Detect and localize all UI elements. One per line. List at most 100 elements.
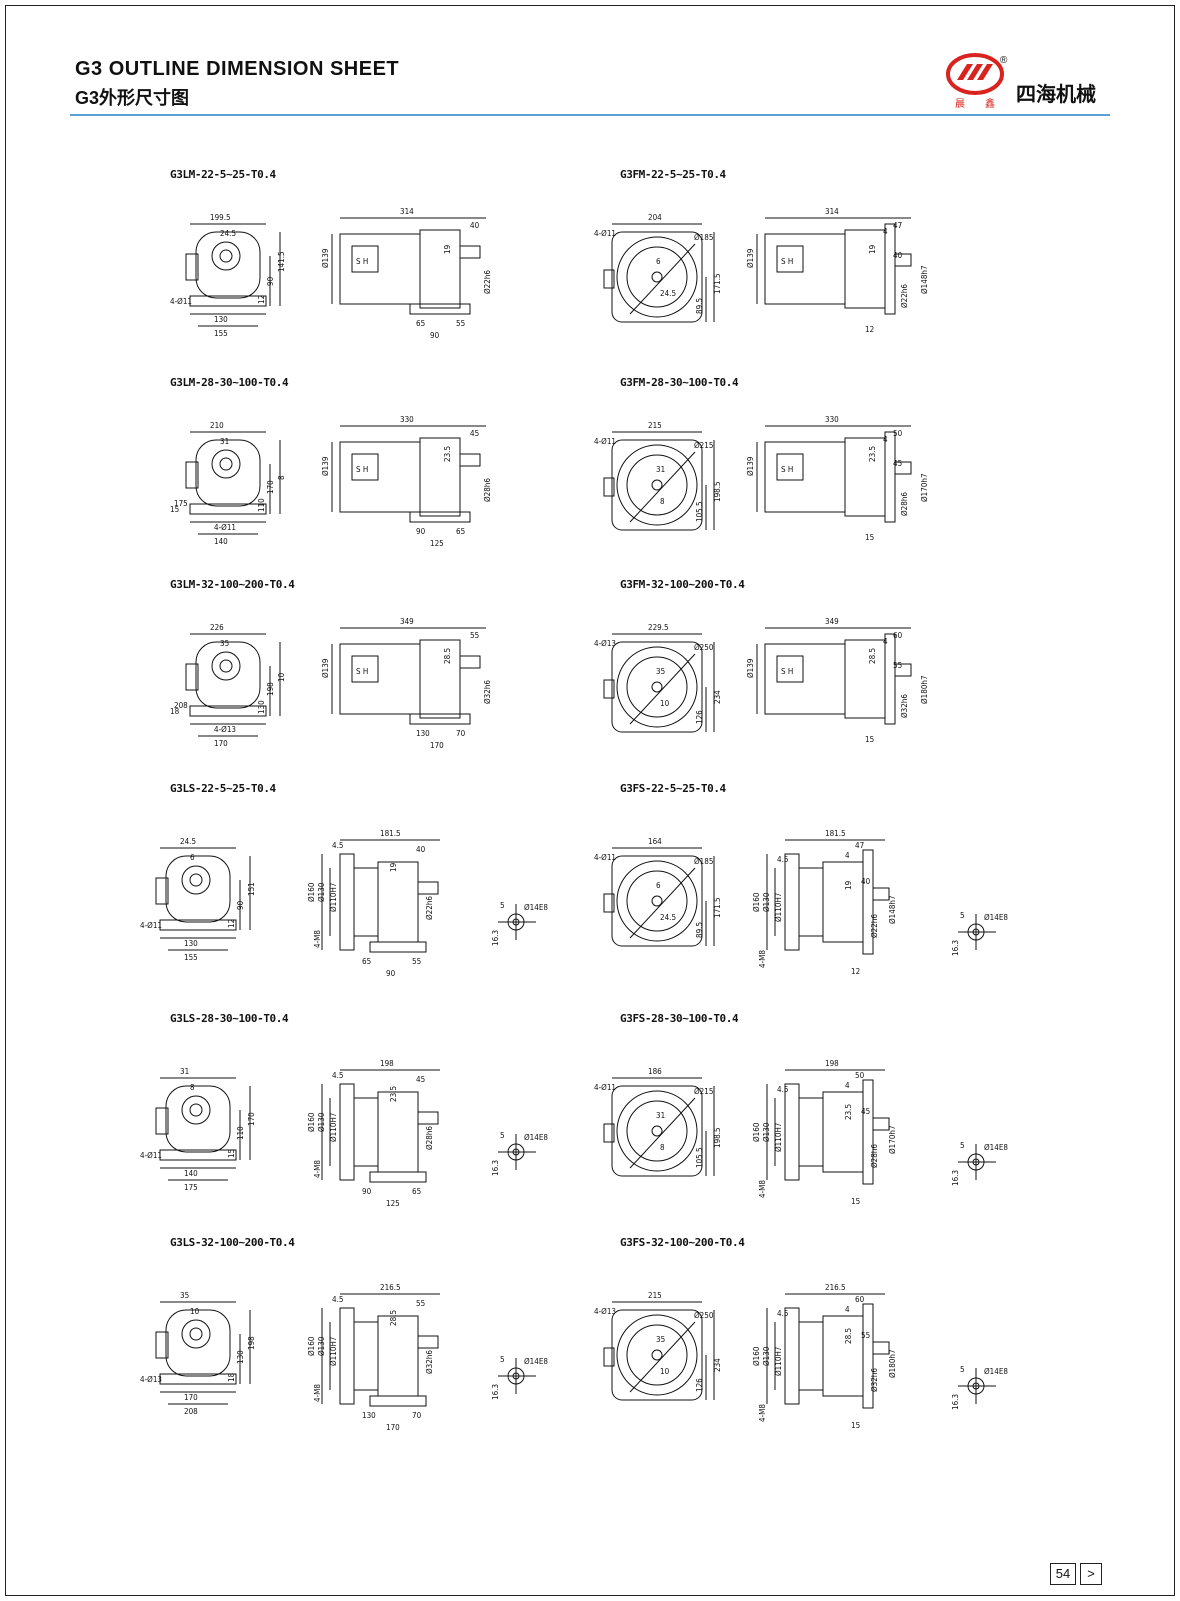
dimension-label: Ø139 — [745, 456, 755, 476]
dimension-label: 198 — [247, 1336, 256, 1350]
dimension-label: 170 — [430, 741, 444, 750]
dimension-label: 40 — [470, 221, 480, 230]
dimension-label: 16.3 — [951, 940, 960, 956]
dimension-label: 18 — [227, 1372, 236, 1382]
dimension-label: 4-Ø11 — [140, 920, 162, 930]
model-label: G3FM-22-5~25-T0.4 — [620, 168, 726, 181]
dimension-label: 90 — [386, 969, 396, 978]
dimension-label: 55 — [861, 1331, 870, 1340]
dimension-label: Ø250 — [694, 642, 714, 652]
dimension-label: Ø130 — [761, 1346, 771, 1366]
dimension-label: Ø185 — [694, 856, 713, 866]
dimension-label: 105.5 — [695, 1147, 704, 1168]
dimension-label: 90 — [236, 900, 245, 910]
dimension-label: 60 — [893, 631, 903, 640]
svg-text:S H: S H — [356, 667, 368, 676]
dimension-label: 16.3 — [491, 1384, 500, 1400]
dimension-label: 4-Ø11 — [594, 436, 616, 446]
dimension-label: 12 — [227, 919, 236, 928]
dimension-label: Ø110H7 — [773, 1123, 783, 1152]
dimension-label: 5 — [960, 1365, 965, 1374]
dimension-label: 330 — [825, 415, 839, 424]
dimension-label: 204 — [648, 213, 662, 222]
dimension-label: 5 — [960, 911, 965, 920]
dimension-label: 45 — [861, 1107, 870, 1116]
dimension-label: Ø32h6 — [899, 694, 909, 718]
dimension-label: Ø130 — [761, 892, 771, 912]
dimension-label: Ø185 — [694, 232, 713, 242]
dimension-label: 47 — [893, 221, 902, 230]
dimension-label: Ø130 — [316, 1336, 326, 1356]
dimension-label: 4-M8 — [758, 1180, 767, 1198]
dimension-label: 55 — [456, 319, 465, 328]
dimension-label: 208 — [174, 701, 188, 710]
brand-name: 四海机械 — [1016, 84, 1096, 106]
dimension-label: Ø22h6 — [424, 896, 434, 920]
dimension-label: 28.5 — [844, 1328, 853, 1344]
logo-char-2: 鑫 — [985, 97, 995, 110]
dimension-label: 10 — [190, 1307, 200, 1316]
dimension-label: 130 — [362, 1411, 376, 1420]
dimension-label: 130 — [257, 700, 266, 714]
dimension-label: 125 — [430, 539, 444, 548]
dimension-label: Ø28h6 — [482, 478, 492, 502]
dimension-label: Ø28h6 — [424, 1126, 434, 1150]
dimension-label: 4-Ø11 — [594, 852, 616, 862]
dimension-label: 31 — [220, 437, 229, 446]
dimension-label: 12 — [257, 295, 266, 304]
dimension-label: 130 — [214, 315, 228, 324]
dimension-label: 4.5 — [332, 1071, 343, 1080]
dimension-label: 4-Ø13 — [214, 724, 236, 734]
dimension-label: 234 — [713, 1358, 722, 1372]
dimension-label: 28.5 — [389, 1310, 398, 1326]
dimension-label: 90 — [430, 331, 440, 340]
dimension-label: 4-Ø13 — [140, 1374, 162, 1384]
dimension-label: 151 — [247, 882, 256, 896]
dimension-label: 31 — [656, 465, 665, 474]
dimension-label: 234 — [713, 690, 722, 704]
dimension-label: 23.5 — [443, 446, 452, 462]
dimension-label: Ø130 — [761, 1122, 771, 1142]
model-label: G3FM-28-30~100-T0.4 — [620, 376, 739, 389]
dimension-label: 155 — [214, 329, 228, 338]
dimension-label: Ø215 — [694, 1086, 713, 1096]
svg-text:S H: S H — [356, 257, 368, 266]
next-page-button[interactable]: > — [1080, 1563, 1102, 1585]
dimension-label: 15 — [227, 1149, 236, 1158]
dimension-label: 10 — [660, 1367, 670, 1376]
dimension-label: 125 — [386, 1199, 400, 1208]
dimension-label: 10 — [277, 672, 286, 682]
dimension-label: 4-Ø13 — [594, 638, 616, 648]
dimension-label: 4.5 — [332, 841, 343, 850]
dimension-label: Ø14E8 — [984, 912, 1008, 922]
dimension-label: 171.5 — [713, 273, 722, 294]
dimension-label: 65 — [412, 1187, 421, 1196]
dimension-label: Ø250 — [694, 1310, 714, 1320]
dimension-label: 16.3 — [491, 930, 500, 946]
svg-text:S H: S H — [781, 667, 793, 676]
dimension-label: 8 — [660, 497, 665, 506]
dimension-label: 60 — [855, 1295, 865, 1304]
dimension-label: 208 — [184, 1407, 198, 1416]
dimension-label: 5 — [500, 1355, 505, 1364]
dimension-label: 15 — [865, 533, 874, 542]
dimension-label: Ø148h7 — [919, 265, 929, 294]
dimension-label: 4-Ø11 — [594, 228, 616, 238]
dimension-label: 16.3 — [951, 1394, 960, 1410]
dimension-label: 65 — [362, 957, 371, 966]
dimension-label: 164 — [648, 837, 662, 846]
dimension-label: 23.5 — [389, 1086, 398, 1102]
dimension-label: 6 — [656, 257, 661, 266]
dimension-label: 6 — [656, 881, 661, 890]
dimension-label: 4-M8 — [313, 1384, 322, 1402]
dimension-label: 4-M8 — [313, 1160, 322, 1178]
dimension-label: 4-Ø11 — [170, 296, 192, 306]
dimension-label: 141.5 — [277, 251, 286, 272]
dimension-label: 175 — [174, 499, 188, 508]
